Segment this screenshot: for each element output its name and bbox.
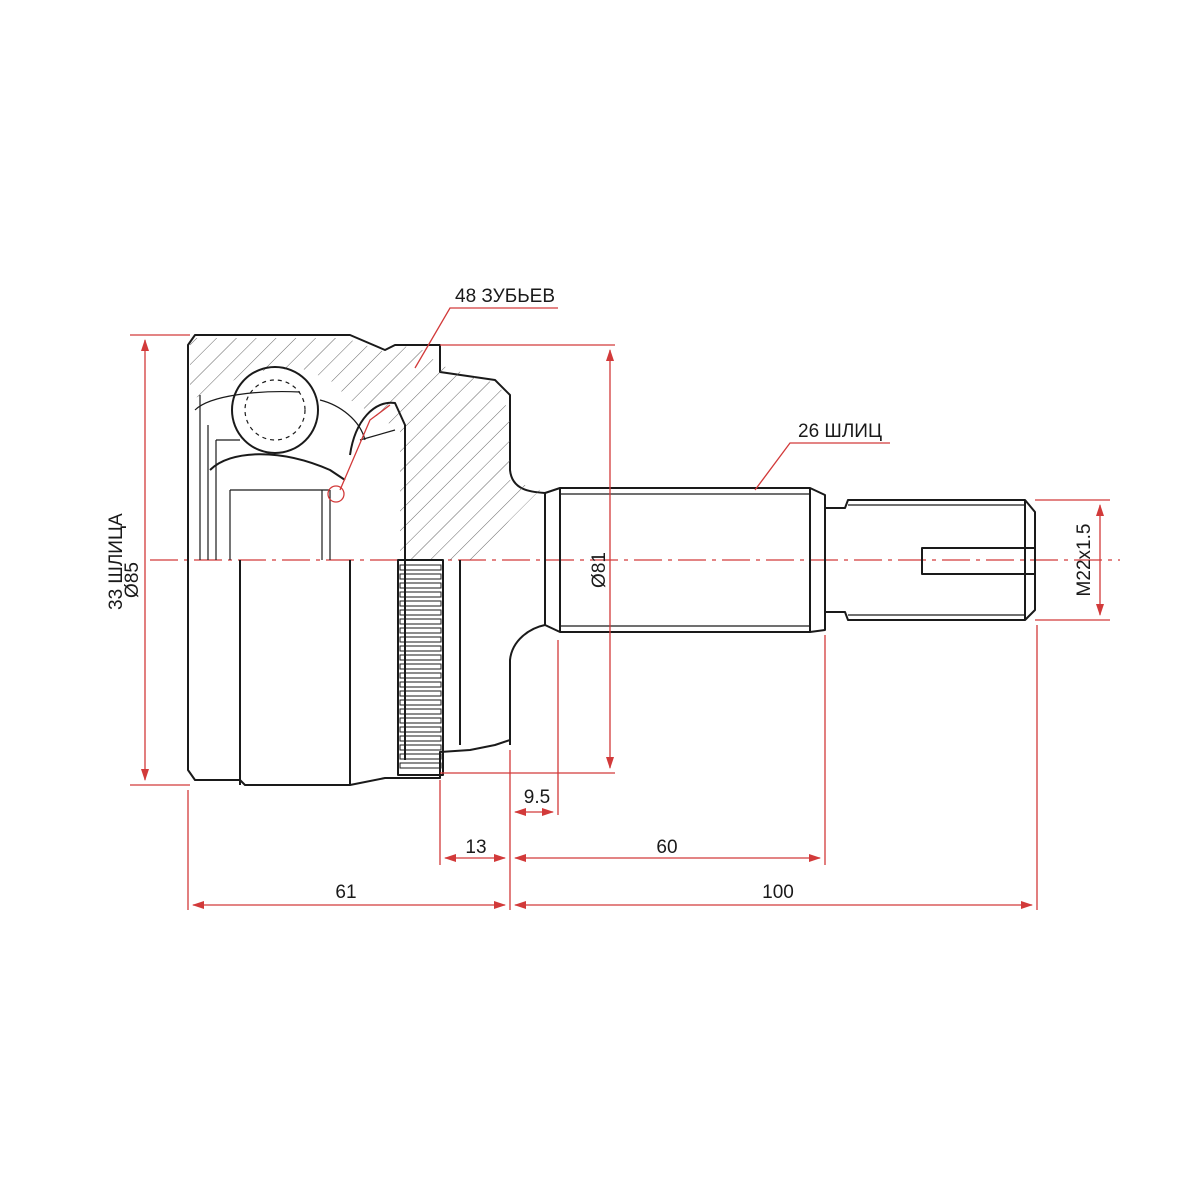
- abs-tooth: [399, 654, 442, 661]
- thread-label: M22x1.5: [1074, 524, 1095, 597]
- abs-tooth: [399, 744, 442, 751]
- bell-housing: [187, 334, 546, 786]
- dim-61: 61: [335, 882, 356, 903]
- abs-tooth: [399, 564, 442, 571]
- abs-tooth: [399, 726, 442, 733]
- abs-tooth: [399, 708, 442, 715]
- dim-13: 13: [465, 837, 486, 858]
- abs-tooth: [399, 627, 442, 634]
- teeth-label: 48 ЗУБЬЕВ: [455, 286, 555, 307]
- abs-diameter-label: Ø81: [589, 552, 610, 588]
- abs-tooth: [399, 582, 442, 589]
- outer-diameter-label: Ø85: [122, 562, 143, 598]
- abs-tooth: [399, 600, 442, 607]
- abs-tooth: [399, 618, 442, 625]
- dim-100: 100: [762, 882, 794, 903]
- abs-tooth: [399, 681, 442, 688]
- abs-tooth: [399, 663, 442, 670]
- abs-tooth: [399, 645, 442, 652]
- dimensions: [130, 307, 1110, 910]
- dim-9-5: 9.5: [524, 787, 550, 808]
- dim-60: 60: [656, 837, 677, 858]
- ball: [231, 366, 319, 454]
- abs-tooth: [399, 609, 442, 616]
- abs-tooth: [399, 735, 442, 742]
- inner-splines-label: 33 ШЛИЦА: [106, 513, 127, 610]
- abs-tooth: [399, 573, 442, 580]
- abs-tooth: [399, 753, 442, 760]
- abs-tooth: [399, 636, 442, 643]
- abs-tooth: [399, 591, 442, 598]
- shaft: [544, 487, 1036, 633]
- abs-tooth: [399, 717, 442, 724]
- abs-tooth: [399, 672, 442, 679]
- abs-tooth: [399, 690, 442, 697]
- abs-tooth: [399, 699, 442, 706]
- abs-ring: [397, 559, 444, 776]
- abs-tooth: [399, 762, 442, 769]
- outer-splines-label: 26 ШЛИЦ: [798, 421, 882, 442]
